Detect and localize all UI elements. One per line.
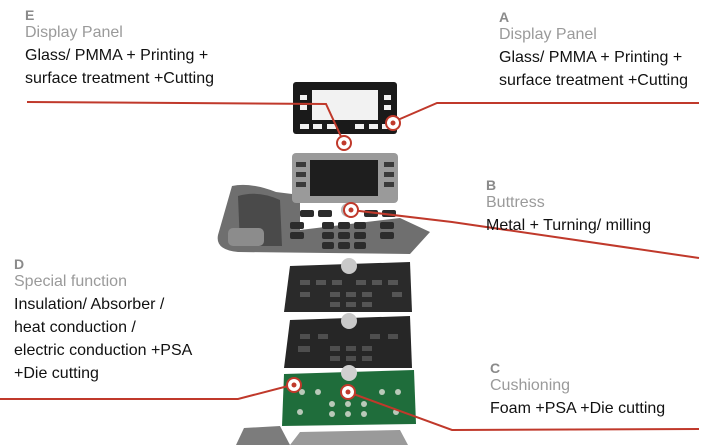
- callout-line: Glass/ PMMA + Printing +: [499, 49, 683, 66]
- callout-letter: C: [490, 360, 501, 376]
- callout-title: Cushioning: [490, 377, 571, 394]
- callout-d: D Special function Insulation/ Absorber …: [14, 256, 224, 385]
- callout-letter: E: [25, 7, 35, 23]
- callout-letter: B: [486, 177, 497, 193]
- marker-c: [340, 384, 356, 400]
- marker-d: [286, 377, 302, 393]
- callout-b: B Buttress Metal + Turning/ milling: [486, 177, 651, 237]
- marker-a: [385, 115, 401, 131]
- callout-a: A Display Panel Glass/ PMMA + Printing +…: [499, 9, 688, 92]
- callout-description: Glass/ PMMA + Printing + surface treatme…: [499, 46, 688, 92]
- marker-b: [343, 202, 359, 218]
- callout-line: heat conduction /: [14, 319, 136, 336]
- callout-line: surface treatment +Cutting: [499, 72, 688, 89]
- leader-line-a: [392, 102, 699, 123]
- callout-description: Metal + Turning/ milling: [486, 214, 651, 237]
- leader-lines: [0, 101, 700, 432]
- callout-letter: D: [14, 256, 25, 272]
- callout-line: Foam +PSA +Die cutting: [490, 400, 666, 417]
- callout-letter: A: [499, 9, 510, 25]
- callout-c: C Cushioning Foam +PSA +Die cutting: [490, 360, 665, 420]
- phone-body: [217, 153, 430, 254]
- callout-line: electric conduction +PSA: [14, 342, 193, 359]
- leader-line-e: [26, 101, 345, 144]
- leader-line-c: [347, 391, 700, 432]
- marker-e: [336, 135, 352, 151]
- callout-line: Glass/ PMMA + Printing +: [25, 47, 209, 64]
- phone-base: [236, 426, 408, 445]
- callout-description: Glass/ PMMA + Printing + surface treatme…: [25, 44, 214, 90]
- markers: [286, 115, 401, 400]
- display-bezel-panel: [293, 82, 397, 134]
- leader-line-b: [350, 209, 700, 259]
- callout-description: Foam +PSA +Die cutting: [490, 397, 665, 420]
- callout-line: +Die cutting: [14, 365, 99, 382]
- keypad-membrane-2: [284, 313, 412, 368]
- callout-description: Insulation/ Absorber / heat conduction /…: [14, 293, 224, 385]
- callout-title: Special function: [14, 273, 127, 290]
- callout-title: Buttress: [486, 194, 545, 211]
- callout-line: Metal + Turning/ milling: [486, 217, 651, 234]
- callout-e: E Display Panel Glass/ PMMA + Printing +…: [25, 7, 214, 90]
- leader-line-d: [0, 384, 293, 400]
- callout-title: Display Panel: [499, 26, 597, 43]
- callout-line: Insulation/ Absorber /: [14, 296, 165, 313]
- keypad-membrane-1: [284, 258, 412, 312]
- callout-title: Display Panel: [25, 24, 123, 41]
- callout-line: surface treatment +Cutting: [25, 70, 214, 87]
